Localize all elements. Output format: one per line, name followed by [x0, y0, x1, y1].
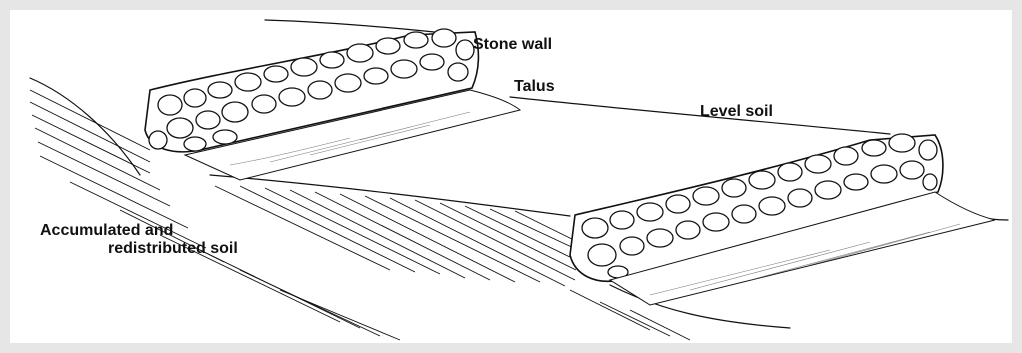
upper-stone-wall: [145, 29, 520, 180]
terrace-illustration: [10, 10, 1012, 343]
lower-stone-wall: [570, 134, 995, 305]
label-accumulated-soil-line1: Accumulated and: [40, 222, 173, 240]
diagram-panel: Stone wall Talus Level soil Accumulated …: [10, 10, 1012, 343]
label-stone-wall: Stone wall: [473, 36, 552, 54]
label-talus: Talus: [514, 78, 555, 96]
label-level-soil: Level soil: [700, 103, 773, 121]
label-accumulated-soil-line2: redistributed soil: [108, 240, 238, 258]
